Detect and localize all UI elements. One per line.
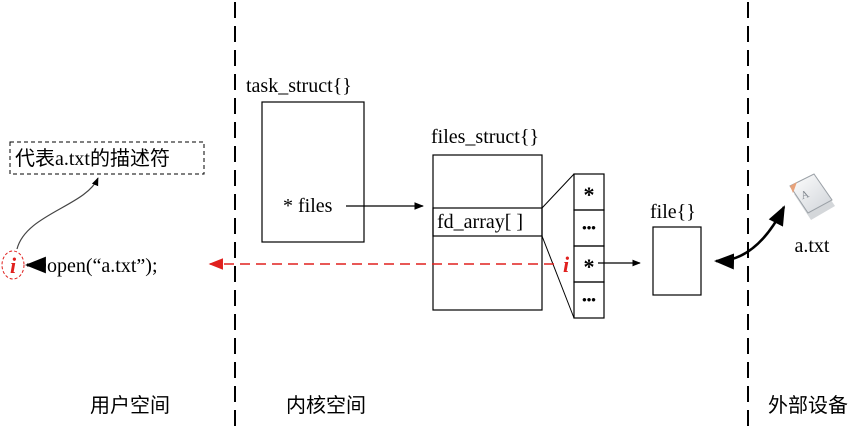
fd-array-cell-text: ••• [582,220,596,235]
task-struct-title: task_struct{} [246,75,352,97]
file-struct-title: file{} [650,201,696,223]
descriptor-circle [1,250,25,280]
descriptor-note-box [9,141,205,175]
descriptor-note-arrow [16,177,99,250]
fd-array-expand-bottom [541,235,575,319]
file-device-link-arrow [714,205,786,270]
fd-array-cell-text: ••• [582,292,596,307]
descriptor-symbol-user: i [10,253,17,278]
fd-array-expand-top [541,173,575,209]
descriptor-symbol-kernel: i [563,252,570,277]
external-devices-label: 外部设备 [768,394,848,417]
descriptor-note-text: 代表a.txt的描述符 [15,147,170,170]
kernel-space-label: 内核空间 [286,394,366,417]
fd-array-cell [573,281,605,319]
text-file-icon: A [789,173,835,220]
external-file-name: a.txt [795,235,830,257]
open-call-text: open(“a.txt”); [47,255,158,277]
fd-array-field-box [432,207,543,237]
task-struct-box [261,101,365,243]
fd-array-column: * ••• * ••• [573,173,605,319]
fd-array-cell-text: * [584,254,595,279]
fd-array-field-label: fd_array[ ] [437,211,523,233]
file-struct-box [652,226,702,296]
task-struct-files-field: * files [283,195,333,217]
files-struct-title: files_struct{} [431,126,539,148]
file-icon-letter: A [799,188,811,202]
fd-array-cell-text: * [584,182,595,207]
user-space-label: 用户空间 [90,394,170,417]
